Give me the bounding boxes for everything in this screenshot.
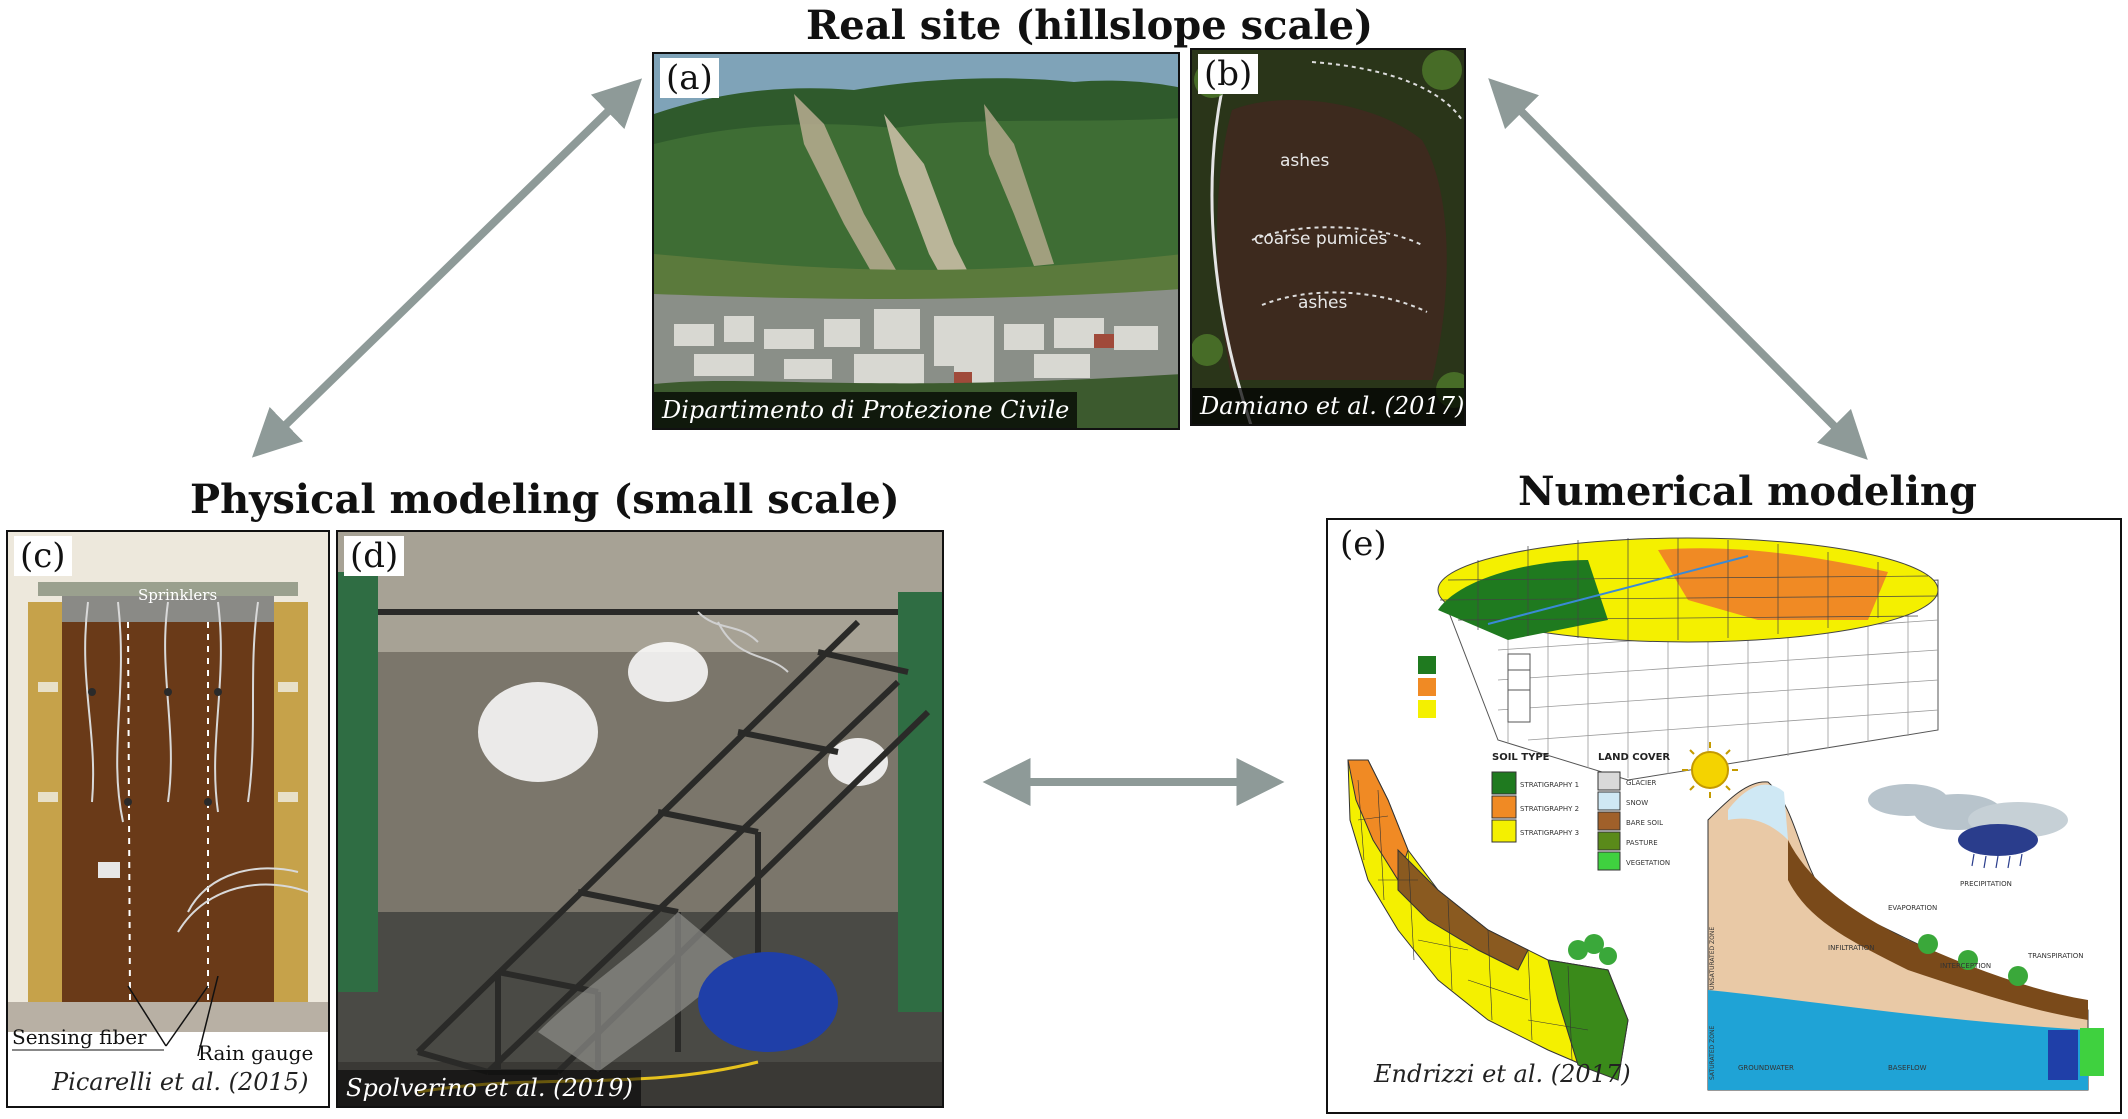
layer-label-ashes-top: ashes [1280,151,1330,171]
annotation-rain-gauge: Rain gauge [198,1041,313,1065]
grid-block [1437,537,1939,781]
legend-glacier: GLACIER [1626,779,1657,787]
label-precipitation: PRECIPITATION [1960,880,2012,888]
legend-strat-1: STRATIGRAPHY 1 [1520,781,1579,789]
sun-icon [1682,742,1738,798]
heading-real-site: Real site (hillslope scale) [806,2,1373,49]
panel-c-flume-photo: Sprinklers Sensing fiber Rain gauge (c) … [6,530,330,1108]
annotation-sensing-fiber: Sensing fiber [12,1025,147,1049]
panel-b-soil-profile: ashes coarse pumices ashes (b) Damiano e… [1190,48,1466,426]
panel-e-label: (e) [1334,524,1393,564]
steel-frame-illustration [338,532,942,1106]
slope-mesh [1347,759,1629,1081]
heading-numerical-modeling: Numerical modeling [1518,468,1977,515]
panel-a-caption: Dipartimento di Protezione Civile [654,392,1078,428]
label-interception: INTERCEPTION [1940,962,1991,970]
label-baseflow: BASEFLOW [1888,1064,1927,1072]
arrow-real-to-numerical [1488,78,1868,460]
arrow-real-to-physical [251,78,643,458]
cloud-icon: PRECIPITATION [1868,784,2068,888]
flume-annotations: Sensing fiber Rain gauge [12,976,313,1065]
label-evaporation: EVAPORATION [1888,904,1937,912]
hydrology-section: EVAPORATION INFILTRATION INTERCEPTION TR… [1707,781,2104,1091]
label-infiltration: INFILTRATION [1828,944,1875,952]
label-transpiration: TRANSPIRATION [2027,952,2084,960]
legend-vegetation: VEGETATION [1626,859,1670,867]
panel-c-label: (c) [14,536,72,576]
layer-label-coarse-pumices: coarse pumices [1254,229,1388,249]
legend-bare-soil: BARE SOIL [1626,819,1663,827]
flume-illustration: Sprinklers [8,532,328,1032]
legend-soil-type-title: SOIL TYPE [1492,752,1550,763]
panel-e-numerical-model: SOIL TYPE LAND COVER STRATIGRAPHY 1 STRA… [1326,518,2122,1114]
annotation-sprinklers: Sprinklers [138,586,217,604]
mini-legend [1418,653,1531,723]
soil-landcover-legend: SOIL TYPE LAND COVER STRATIGRAPHY 1 STRA… [1491,752,1670,871]
label-groundwater: GROUNDWATER [1738,1064,1794,1072]
soil-profile-illustration: ashes coarse pumices ashes [1192,50,1464,424]
panel-e-caption: Endrizzi et al. (2017) [1374,1060,1631,1088]
panel-d-flume-frame-photo: (d) Spolverino et al. (2019) [336,530,944,1108]
legend-land-cover-title: LAND COVER [1598,752,1670,763]
panel-d-caption: Spolverino et al. (2019) [338,1070,641,1106]
label-unsaturated-zone: UNSATURATED ZONE [1709,927,1716,990]
heading-physical-modeling: Physical modeling (small scale) [190,476,900,523]
layer-label-ashes-bottom: ashes [1298,293,1348,313]
panel-c-caption: Picarelli et al. (2015) [52,1068,309,1096]
landslide-illustration [654,54,1178,428]
legend-strat-2: STRATIGRAPHY 2 [1520,805,1579,813]
panel-b-caption: Damiano et al. (2017) [1192,388,1464,424]
model-illustration: SOIL TYPE LAND COVER STRATIGRAPHY 1 STRA… [1347,537,2104,1091]
legend-strat-3: STRATIGRAPHY 3 [1520,829,1579,837]
legend-pasture: PASTURE [1626,839,1658,847]
label-saturated-zone: SATURATED ZONE [1709,1026,1716,1080]
panel-d-label: (d) [344,536,405,576]
legend-snow: SNOW [1626,799,1648,807]
panel-b-label: (b) [1198,54,1259,94]
panel-a-landslide-photo: (a) Dipartimento di Protezione Civile [652,52,1180,430]
panel-a-label: (a) [660,58,719,98]
